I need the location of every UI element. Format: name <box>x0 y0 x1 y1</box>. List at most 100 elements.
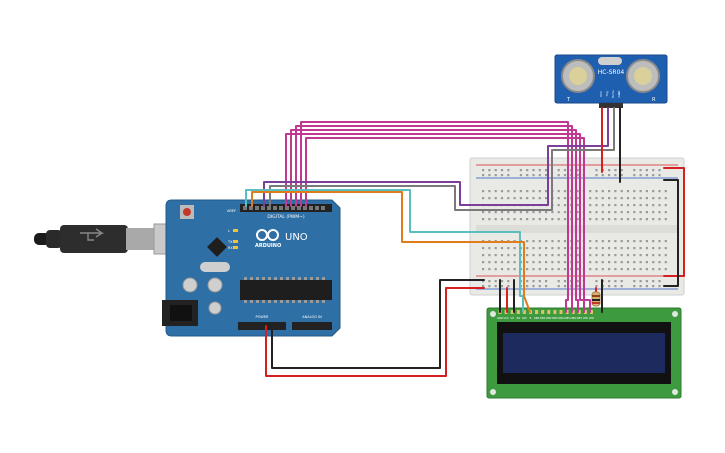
breadboard-hole <box>488 261 491 264</box>
breadboard-hole <box>620 204 623 207</box>
breadboard-hole <box>557 240 560 243</box>
breadboard-hole <box>589 268 592 271</box>
breadboard-hole <box>620 197 623 200</box>
breadboard-hole <box>601 254 604 257</box>
sensor-left-mark: T <box>566 97 571 103</box>
breadboard-hole <box>557 254 560 257</box>
breadboard-hole <box>519 218 522 221</box>
breadboard-hole <box>532 247 535 250</box>
breadboard-hole <box>507 261 510 264</box>
breadboard-hole <box>633 174 636 177</box>
breadboard-hole <box>557 211 560 214</box>
breadboard-hole <box>652 254 655 257</box>
breadboard-hole <box>494 268 497 271</box>
breadboard-hole <box>614 240 617 243</box>
breadboard-hole <box>626 268 630 271</box>
breadboard-hole <box>652 169 655 172</box>
breadboard-hole <box>563 197 567 200</box>
breadboard-hole <box>601 247 604 250</box>
breadboard-hole <box>633 169 636 172</box>
breadboard-hole <box>645 218 648 221</box>
breadboard-hole <box>507 169 510 172</box>
breadboard-hole <box>639 204 642 207</box>
analog-label: ANALOG IN <box>302 315 322 319</box>
breadboard-hole <box>563 247 567 250</box>
breadboard-hole <box>482 218 485 221</box>
breadboard-hole <box>488 285 491 288</box>
breadboard-hole <box>595 254 598 257</box>
breadboard-hole <box>482 247 485 250</box>
breadboard-hole <box>488 254 491 257</box>
lcd-pin-label: LED <box>583 316 588 320</box>
breadboard-hole <box>500 197 504 200</box>
breadboard-hole <box>526 254 529 257</box>
lcd-pin-label: DB5 <box>564 316 570 320</box>
breadboard-hole <box>563 268 567 271</box>
breadboard-hole <box>488 174 491 177</box>
breadboard-hole <box>526 247 529 250</box>
breadboard-hole <box>626 197 630 200</box>
breadboard-hole <box>538 211 541 214</box>
breadboard-hole <box>614 280 617 283</box>
breadboard-hole <box>545 190 548 193</box>
breadboard-hole <box>595 218 598 221</box>
breadboard-hole <box>633 190 636 193</box>
breadboard-hole <box>639 169 642 172</box>
breadboard-hole <box>532 197 535 200</box>
breadboard-hole <box>500 285 504 288</box>
sensor-pin-gnd: GND <box>617 90 621 98</box>
breadboard-hole <box>576 254 579 257</box>
breadboard-hole <box>608 211 611 214</box>
breadboard-hole <box>652 261 655 264</box>
arduino-brand: ARDUINO <box>255 243 281 249</box>
breadboard-hole <box>563 204 567 207</box>
breadboard-hole <box>488 218 491 221</box>
breadboard-hole <box>507 280 510 283</box>
breadboard-hole <box>500 261 504 264</box>
breadboard-hole <box>545 247 548 250</box>
wire-magenta-5 <box>305 137 591 313</box>
breadboard-hole <box>532 211 535 214</box>
breadboard-hole <box>557 218 560 221</box>
breadboard-hole <box>482 190 485 193</box>
breadboard-hole <box>645 261 648 264</box>
breadboard-hole <box>614 254 617 257</box>
breadboard-hole <box>658 197 661 200</box>
breadboard-hole <box>601 211 604 214</box>
breadboard-hole <box>620 247 623 250</box>
breadboard-hole <box>576 204 579 207</box>
breadboard-hole <box>639 285 642 288</box>
crystal <box>200 262 230 272</box>
breadboard-hole <box>589 247 592 250</box>
breadboard-hole <box>538 190 541 193</box>
breadboard-hole <box>538 285 541 288</box>
breadboard-hole <box>601 218 604 221</box>
breadboard-hole <box>488 197 491 200</box>
breadboard-hole <box>645 285 648 288</box>
breadboard-hole <box>626 240 630 243</box>
breadboard-hole <box>545 197 548 200</box>
breadboard-hole <box>545 285 548 288</box>
breadboard-hole <box>532 261 535 264</box>
breadboard-hole <box>595 268 598 271</box>
lcd-pin <box>541 310 545 314</box>
lcd-pin-label: RW <box>522 316 527 320</box>
breadboard-hole <box>576 174 579 177</box>
sensor-model-label: HC-SR04 <box>598 69 625 76</box>
lcd-pin-label: DB3 <box>552 316 558 320</box>
wire-red-5v <box>265 287 485 377</box>
breadboard-hole <box>589 254 592 257</box>
breadboard-hole <box>601 261 604 264</box>
wire-purple-trig <box>263 107 609 207</box>
breadboard-hole <box>633 261 636 264</box>
breadboard-hole <box>658 218 661 221</box>
breadboard-hole <box>563 211 567 214</box>
usb-cable <box>34 223 183 255</box>
lcd-pin-label: VCC <box>503 316 509 320</box>
breadboard-hole <box>626 204 630 207</box>
wire-magenta-3 <box>295 125 573 313</box>
breadboard-hole <box>494 211 497 214</box>
lcd-pin-label: DB2 <box>546 316 552 320</box>
breadboard-hole <box>601 204 604 207</box>
breadboard-hole <box>614 169 617 172</box>
